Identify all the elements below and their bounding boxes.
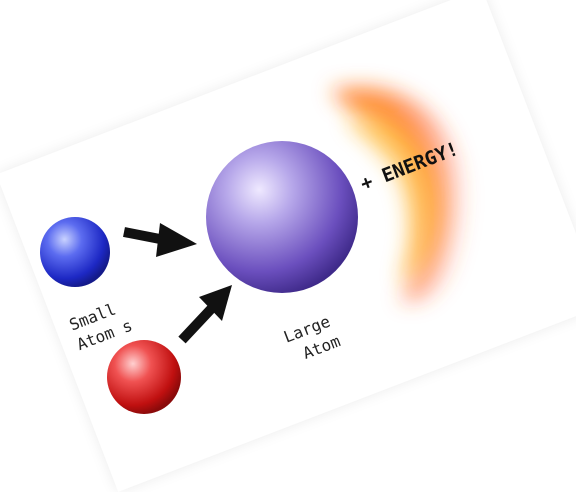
energy-glow: [330, 86, 466, 302]
small-atom-blue: [40, 217, 110, 287]
large-atom: [206, 141, 358, 293]
small-atom-red: [107, 340, 181, 414]
arrow-right-icon: [123, 223, 197, 257]
arrow-up-right-icon: [178, 285, 232, 344]
